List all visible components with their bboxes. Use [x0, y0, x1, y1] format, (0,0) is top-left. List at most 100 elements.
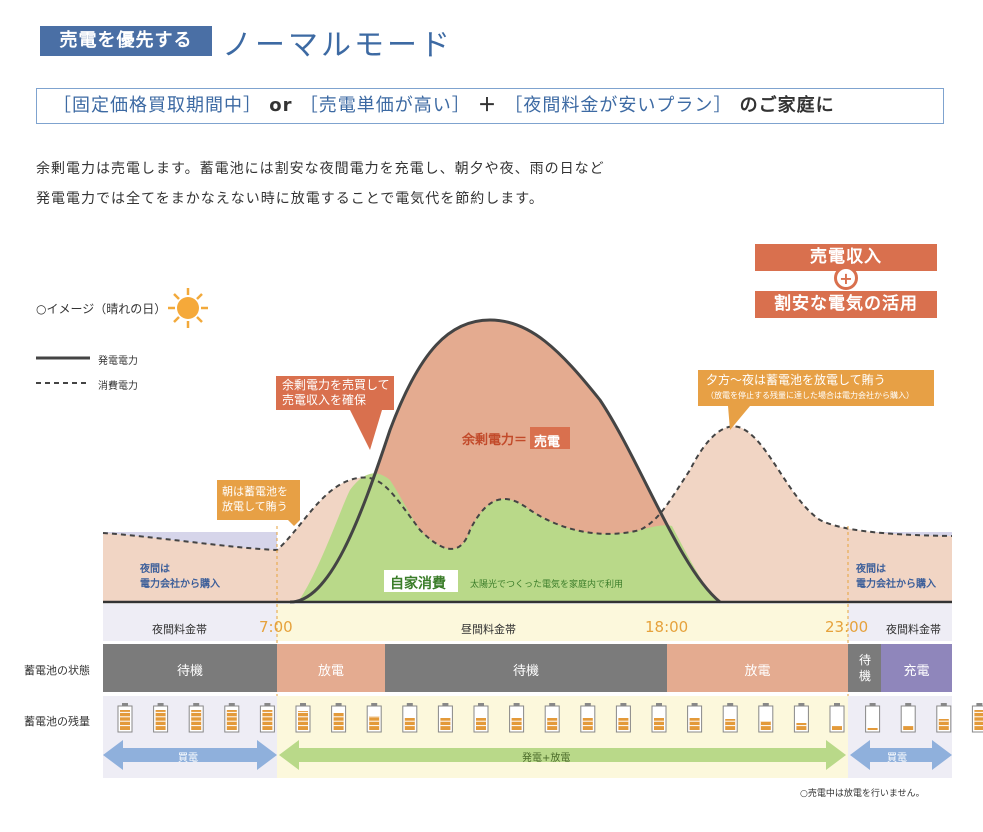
consumption-line: [102, 425, 953, 552]
legend-consumption: 消費電力: [98, 381, 138, 392]
battery-icon: [758, 703, 774, 733]
intro-line-2: 発電電力では全てをまかなえない時に放電することで電気代を節約します。: [36, 191, 544, 207]
battery-icon: [153, 703, 169, 733]
arrow-buy-right: [850, 740, 952, 770]
battery-icon: [224, 703, 240, 733]
target-household-box: ［固定価格買取期間中］ or ［売電単価が高い］ ＋ ［夜間料金が安いプラン］ …: [36, 88, 944, 124]
night-left-label: 夜間は 電力会社から購入: [140, 562, 220, 592]
state-cell-6: 充電: [903, 664, 930, 679]
day-band-label: 昼間料金帯: [461, 623, 516, 636]
plus-icon-glyph: +: [839, 269, 853, 288]
state-cell-2: 放電: [317, 664, 344, 679]
callout-morning-line2: 放電して賄う: [222, 500, 288, 513]
generation-line: [289, 318, 721, 604]
night-right-line2: 電力会社から購入: [856, 579, 936, 590]
image-note: ○イメージ（晴れの日）: [36, 302, 167, 316]
plus-icon: +: [834, 266, 858, 290]
badge-cheap-electricity: 割安な電気の活用: [755, 291, 937, 318]
state-discharge-1: [277, 644, 385, 692]
state-discharge-2: [667, 644, 848, 692]
callout-evening: 夕方～夜は蓄電池を放電して賄う （放電を停止する残量に達した場合は電力会社から購…: [706, 373, 914, 403]
legend-lines: [36, 356, 90, 384]
battery-icon: [331, 703, 347, 733]
self-use-note: 太陽光でつくった電気を家庭内で利用: [470, 580, 624, 590]
callout-sell-line1: 余剰電力を売買して: [282, 378, 390, 392]
intro-line-1: 余剰電力は売電します。蓄電池には割安な夜間電力を充電し、朝夕や夜、雨の日など: [36, 161, 605, 177]
time-23: 23:00: [825, 618, 869, 636]
battery-icon: [615, 703, 631, 733]
callout-morning: 朝は蓄電池を 放電して賄う: [222, 484, 288, 514]
arrow-gen-discharge: [279, 740, 846, 770]
night-left-line2: 電力会社から購入: [140, 579, 220, 590]
callout-morning-shape: [217, 480, 300, 526]
state-cell-3: 待機: [512, 664, 539, 679]
battery-icon: [900, 703, 916, 733]
target-part1: ［固定価格買取期間中］: [53, 95, 262, 116]
battery-icon: [580, 703, 596, 733]
self-use-label-bg: [384, 570, 458, 592]
state-cell-5: 待機: [858, 653, 871, 683]
battery-icon: [793, 703, 809, 733]
arrow-right-label: 買電: [887, 753, 907, 764]
state-charge: [881, 644, 952, 692]
battery-icon: [188, 703, 204, 733]
state-cell-1: 待機: [176, 664, 203, 679]
energy-diagram: [102, 318, 983, 778]
target-suffix: のご家庭に: [732, 95, 835, 116]
battery-icon: [473, 703, 489, 733]
self-consumption-area: [298, 473, 720, 602]
night-band-left-label: 夜間料金帯: [152, 623, 207, 636]
callout-sell-line2: 売電収入を確保: [282, 393, 367, 407]
state-standby-3: [848, 644, 881, 692]
time-18: 18:00: [645, 618, 689, 636]
footnote: ○売電中は放電を行いません。: [800, 789, 925, 799]
night-band-right-label: 夜間料金帯: [886, 623, 941, 636]
battery-icons: [117, 703, 983, 733]
night-right-line1: 夜間は: [856, 564, 886, 575]
arrow-left-label: 買電: [178, 753, 198, 764]
sell-label: 売電: [534, 435, 561, 450]
battery-level-label: 蓄電池の残量: [24, 715, 90, 728]
battery-icon: [259, 703, 275, 733]
sell-label-bg: [530, 427, 570, 449]
battery-icon: [722, 703, 738, 733]
state-cell-4: 放電: [744, 664, 771, 679]
battery-icon: [936, 703, 952, 733]
state-standby-1: [103, 644, 277, 692]
battery-icon: [971, 703, 983, 733]
mode-badge: 売電を優先する: [40, 26, 212, 56]
page-title: ノーマルモード: [222, 28, 453, 63]
legend-generation: 発電電力: [98, 356, 138, 367]
battery-icon: [366, 703, 382, 733]
night-left-line1: 夜間は: [140, 564, 170, 575]
battery-icon: [687, 703, 703, 733]
battery-state-label: 蓄電池の状態: [24, 664, 90, 677]
callout-sell: 余剰電力を売買して 売電収入を確保: [282, 378, 390, 408]
battery-icon: [865, 703, 881, 733]
battery-icon: [829, 703, 845, 733]
sun-icon: [168, 288, 208, 328]
target-part3: ［夜間料金が安いプラン］: [504, 95, 733, 116]
callout-evening-shape: [698, 370, 934, 430]
night-band-right: [848, 604, 952, 641]
arrow-middle-label: 発電+放電: [522, 753, 571, 764]
night-band-left: [103, 604, 277, 641]
callout-evening-line1: 夕方～夜は蓄電池を放電して賄う: [706, 373, 886, 387]
callout-sell-shape: [276, 376, 394, 450]
state-standby-2: [385, 644, 667, 692]
battery-icon: [437, 703, 453, 733]
target-plus: ＋: [470, 95, 505, 116]
battery-icon: [295, 703, 311, 733]
battery-icon: [509, 703, 525, 733]
self-use-label: 自家消費: [390, 576, 446, 592]
day-band: [277, 604, 848, 641]
battery-icon: [651, 703, 667, 733]
time-7: 7:00: [259, 618, 293, 636]
battery-icon: [402, 703, 418, 733]
arrow-buy-left: [103, 740, 277, 770]
target-or: or: [262, 95, 300, 116]
target-part2: ［売電単価が高い］: [299, 95, 471, 116]
battery-icon: [544, 703, 560, 733]
callout-evening-line2: （放電を停止する残量に達した場合は電力会社から購入）: [706, 391, 914, 400]
battery-icon: [117, 703, 133, 733]
